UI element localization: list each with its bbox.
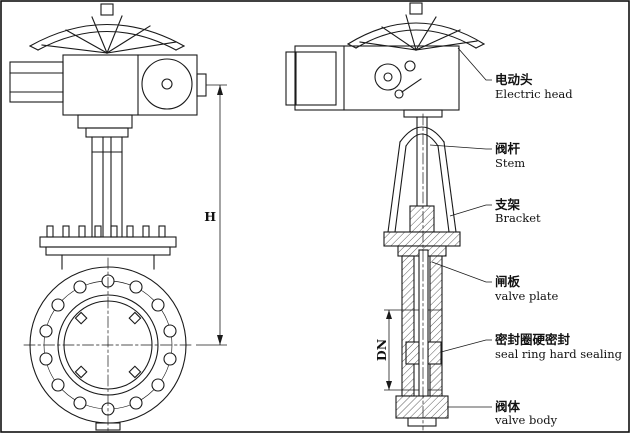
stem-front: [85, 127, 129, 238]
leader-bracket: [449, 204, 492, 217]
leader-seal-ring: [440, 339, 492, 353]
flange-bolt: [73, 280, 87, 294]
callout-seal-ring-cn: 密封圈硬密封: [494, 332, 571, 347]
dimension-DN: DN: [374, 309, 402, 391]
valve-body-section: [395, 245, 449, 427]
callout-stem-en: Stem: [495, 156, 525, 170]
flange-bolt: [129, 280, 143, 294]
seal-ring-section: [427, 341, 442, 365]
flange-bolt: [51, 378, 65, 392]
flange-bolt: [51, 298, 65, 312]
flange-bolt: [151, 298, 165, 312]
callout-valve-body-cn: 阀体: [495, 399, 521, 414]
callout-electric-head-cn: 电动头: [495, 72, 533, 87]
callout-stem-cn: 阀杆: [495, 141, 521, 156]
flange-bolt: [73, 396, 87, 410]
flange-bolt: [163, 324, 177, 338]
actuator-section: [285, 45, 460, 118]
leader-valve-plate: [431, 261, 492, 283]
section-view: [285, 2, 485, 431]
leader-electric-head: [457, 47, 492, 81]
handwheel-front-icon: [29, 3, 185, 54]
callout-electric-head-en: Electric head: [495, 87, 573, 101]
callout-bracket-cn: 支架: [494, 197, 521, 212]
dimension-H: H: [196, 84, 227, 346]
flange-bolt: [129, 396, 143, 410]
leader-stem: [429, 144, 492, 150]
dimension-h-label: H: [204, 209, 216, 224]
flange-bolt: [151, 378, 165, 392]
callout-bracket-en: Bracket: [495, 211, 541, 225]
callout-valve-body-en: valve body: [494, 413, 558, 427]
callout-valve-plate-cn: 闸板: [495, 274, 521, 289]
dimension-dn-label: DN: [374, 339, 389, 361]
callout-seal-ring-en: seal ring hard sealing: [495, 347, 623, 361]
flange-bolt: [163, 352, 177, 366]
flange-bolt: [39, 324, 53, 338]
callout-valve-plate-en: valve plate: [494, 289, 559, 303]
callouts: 电动头 Electric head 阀杆 Stem 支架 Bracket 闸板 …: [429, 47, 623, 427]
bonnet-flange-front: [39, 225, 177, 270]
bracket-section: [383, 116, 461, 247]
seal-ring-section: [405, 341, 420, 365]
front-view: [9, 3, 207, 432]
flange-bolt: [39, 352, 53, 366]
gate-plate-section: [418, 249, 429, 399]
